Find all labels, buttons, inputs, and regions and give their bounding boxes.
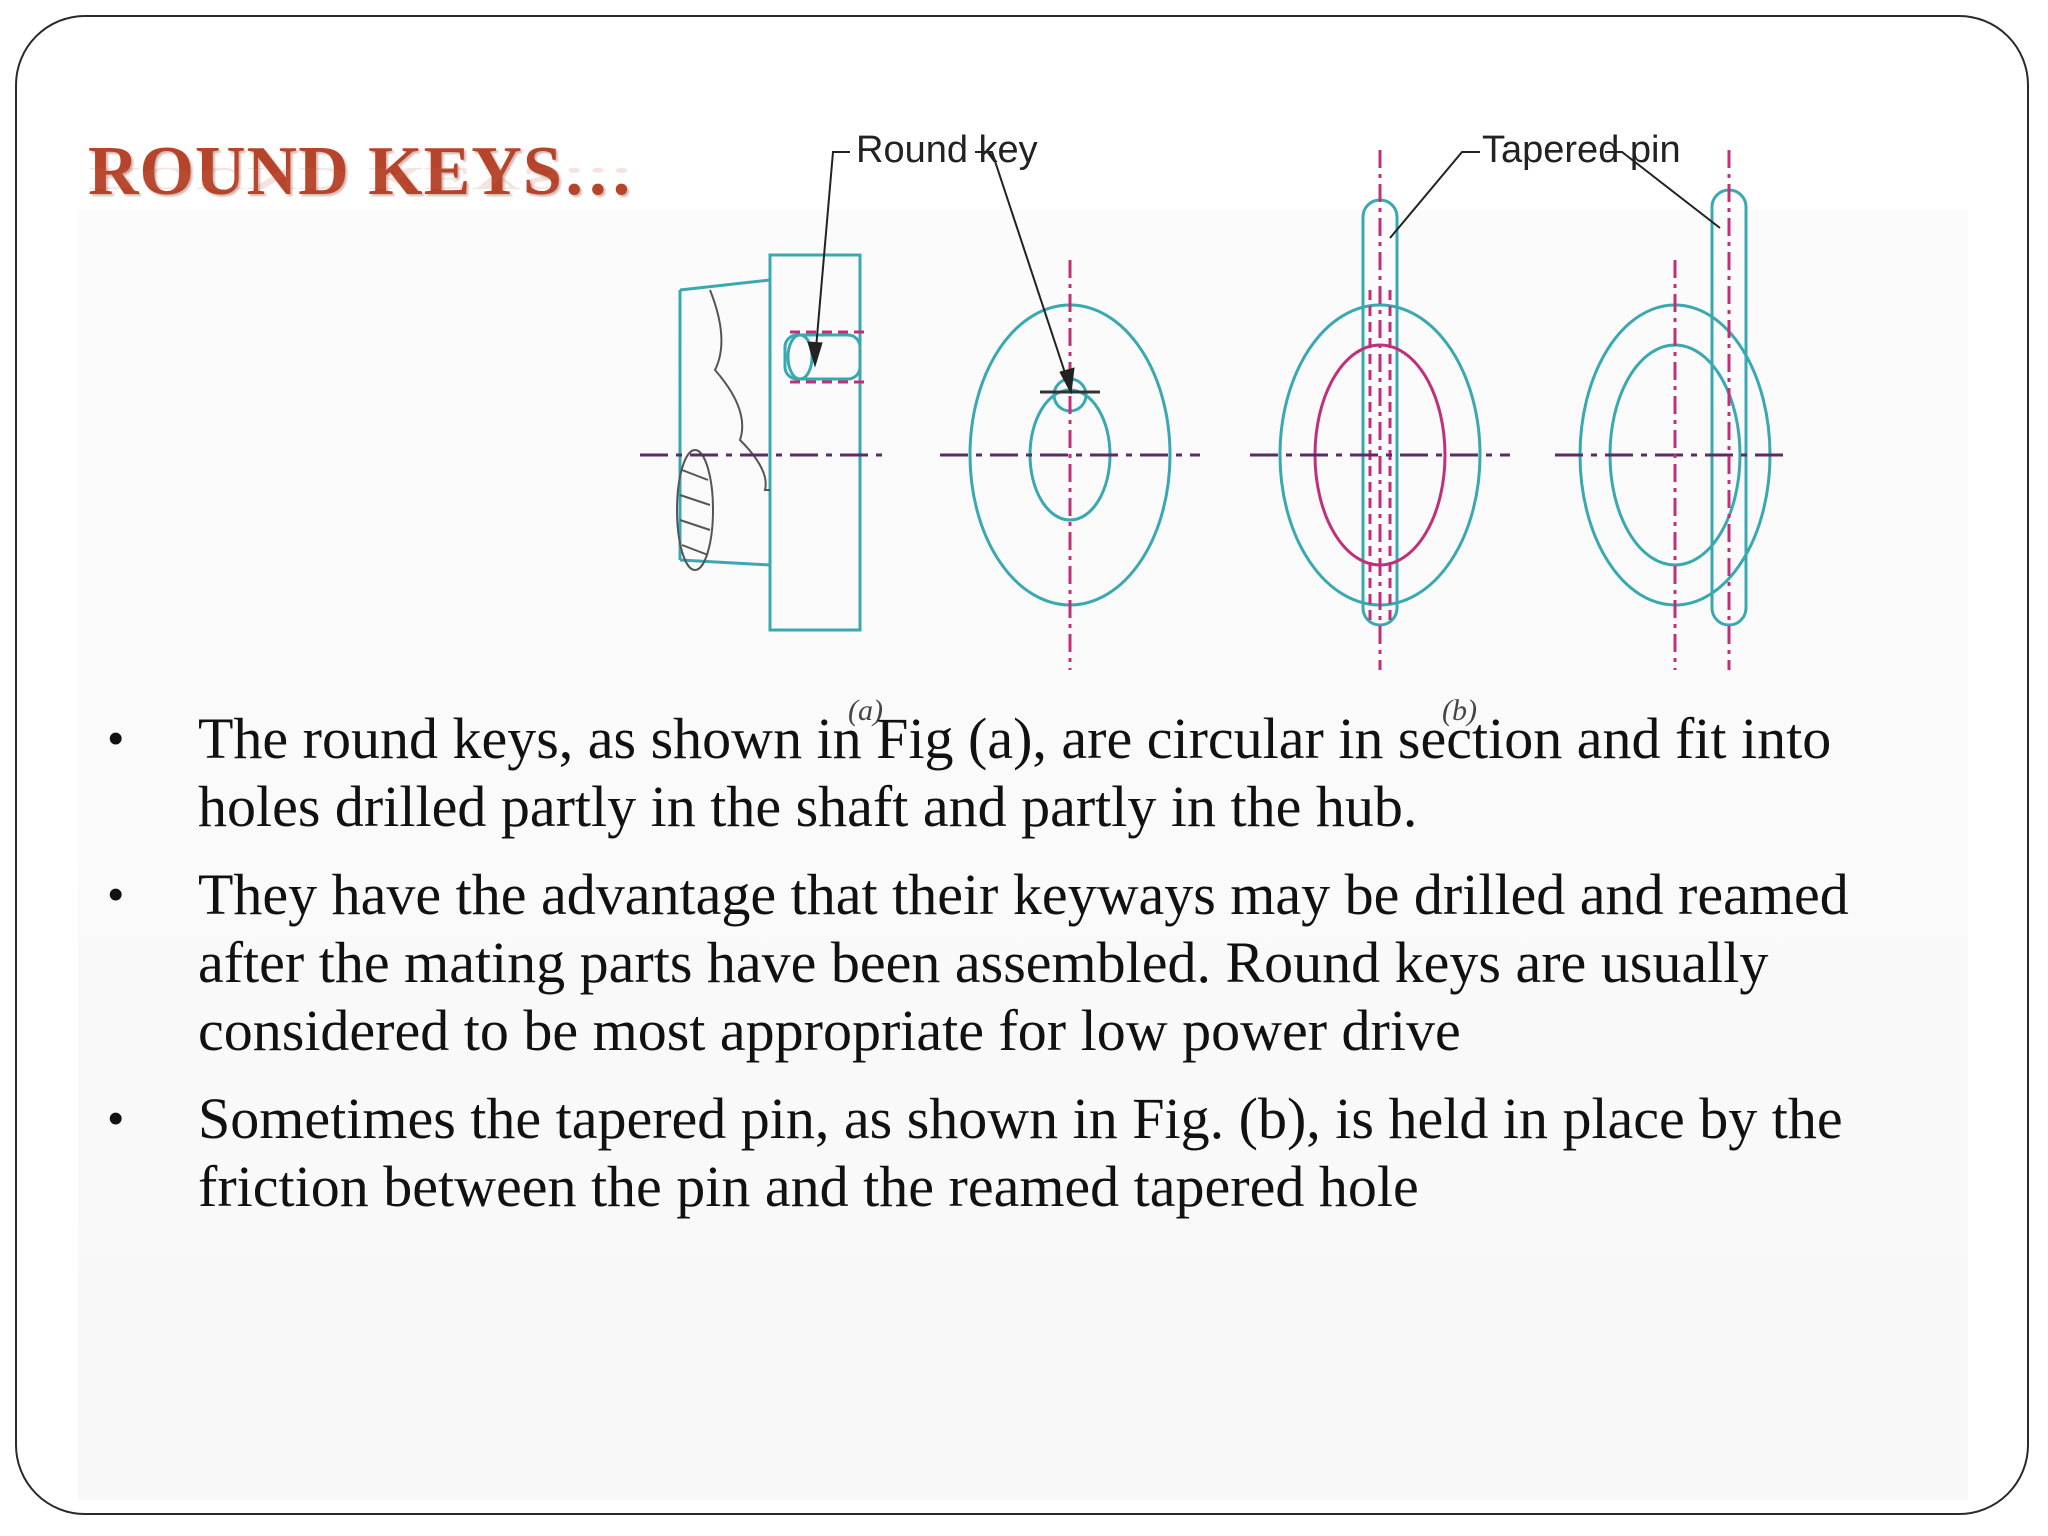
figure-caption-a: (a) (848, 694, 883, 727)
bullet-text: The round keys, as shown in Fig (a), are… (198, 706, 1832, 839)
bullet-dot: • (108, 1094, 124, 1143)
leader-lines (814, 151, 1721, 389)
round-key-label: Round key (856, 129, 1038, 171)
bullet-item: • Sometimes the tapered pin, as shown in… (100, 1085, 1960, 1221)
slide-title-reflection: ROUND KEYS… (88, 160, 634, 196)
round-keys-figure: Round key Tapered pin (a) (b) (640, 129, 1790, 727)
bullet-dot: • (108, 714, 124, 763)
bullet-text: Sometimes the tapered pin, as shown in F… (198, 1086, 1843, 1219)
shaft-side-view (676, 253, 862, 632)
bullet-text: They have the advantage that their keywa… (198, 862, 1849, 1063)
bullet-list: • The round keys, as shown in Fig (a), a… (100, 705, 1960, 1241)
slide-background (78, 210, 1968, 1500)
slide-title: ROUND KEYS… (88, 133, 634, 210)
bullet-item: • They have the advantage that their key… (100, 861, 1960, 1065)
bullet-dot: • (108, 870, 124, 919)
figure-caption-b: (b) (1442, 694, 1477, 727)
tapered-pin-label: Tapered pin (1482, 129, 1681, 171)
bullet-item: • The round keys, as shown in Fig (a), a… (100, 705, 1960, 841)
